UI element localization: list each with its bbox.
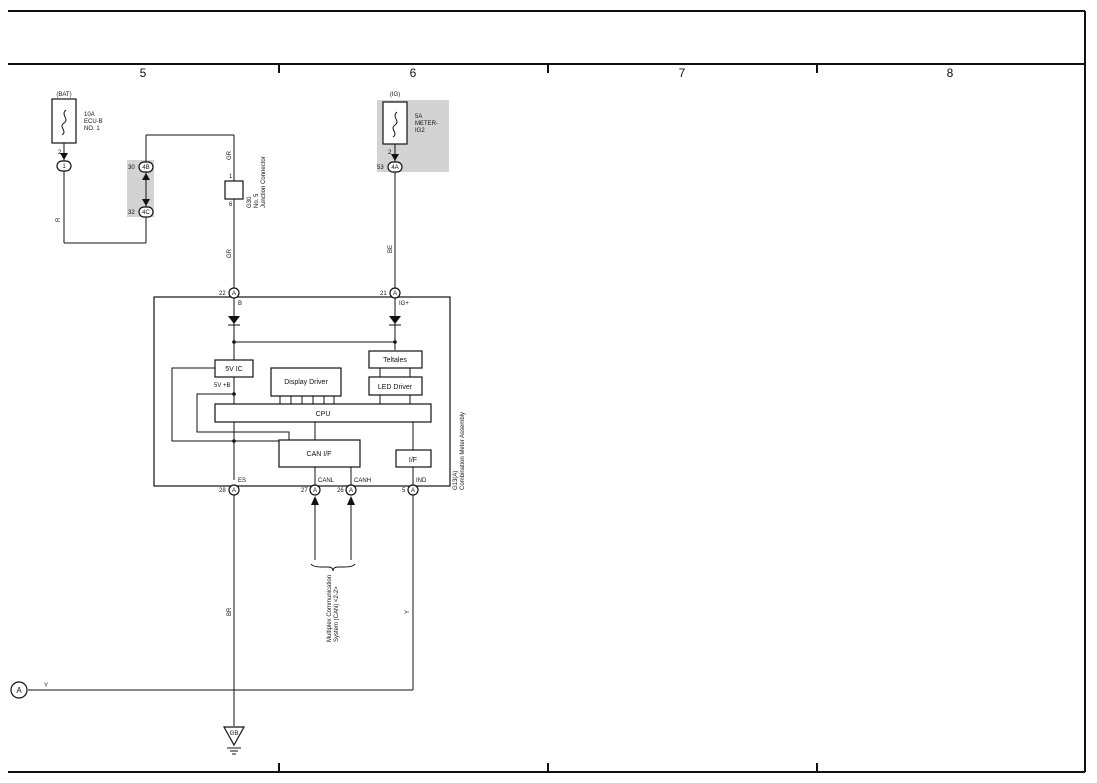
- meter-pin-num-21: 21: [380, 291, 387, 297]
- connector-g30: 1 6 G30 No. 5Junction Connector: [224, 156, 267, 208]
- block-led-driver: LED Driver: [378, 384, 413, 391]
- column-number-8: 8: [947, 66, 954, 80]
- meter-pin-name-canh: CANH: [354, 478, 371, 484]
- meter-pin-name-canl: CANL: [318, 478, 335, 484]
- meter-pin-letter-27: A: [313, 488, 317, 494]
- wire-r-color: R: [56, 217, 62, 222]
- fuse-meter-ig2-connector: 4A: [391, 165, 398, 171]
- connector-g30-pin-top: 1: [229, 174, 233, 180]
- meter-pin-name-ind: IND: [416, 478, 427, 484]
- can-bus-reference: Multiplex CommunicationSystem (CAN) <2-2…: [327, 575, 340, 642]
- block-can-if: CAN I/F: [307, 451, 332, 458]
- junction-conn-4b: 4B: [142, 165, 149, 171]
- meter-pin-letter-26: A: [349, 488, 353, 494]
- block-teltales: Teltales: [383, 357, 407, 364]
- meter-pin-num-26: 26: [337, 488, 344, 494]
- junction-conn-4c: 4C: [142, 210, 150, 216]
- page-frame: [8, 10, 1086, 773]
- fuse-ecu-b-source: (BAT): [56, 92, 71, 98]
- ground-gb: GB: [222, 726, 246, 755]
- fuse-ecu-b-connector: 1: [62, 164, 66, 170]
- block-display-driver: Display Driver: [284, 379, 328, 386]
- block-if: I/F: [409, 457, 417, 464]
- wire-y-color-horizontal: Y: [44, 683, 48, 689]
- meter-pin-letter-5: A: [411, 488, 415, 494]
- junction-pin-32: 32: [128, 210, 135, 216]
- meter-pin-name-b: B: [238, 301, 242, 307]
- offpage-connector-a: A: [10, 681, 28, 699]
- meter-pin-letter-28: A: [232, 488, 236, 494]
- meter-pin-name-ig: IG+: [399, 301, 409, 307]
- column-number-6: 6: [410, 66, 417, 80]
- can-bus-lines: [310, 496, 356, 572]
- block-5v-ic: 5V IC: [225, 366, 243, 373]
- wire-y-color: Y: [405, 610, 411, 614]
- meter-pin-num-5: 5: [402, 488, 406, 494]
- block-5v-ic-out: 5V +B: [214, 383, 231, 389]
- ground-gb-label: GB: [230, 731, 239, 737]
- combination-meter-assembly: G13(A)Combination Meter Assembly A 22 B …: [153, 287, 466, 496]
- fuse-meter-ig2-pin-num: 53: [377, 165, 384, 171]
- wire-br-color: BR: [227, 607, 233, 616]
- fuse-meter-ig2-source: (IG): [390, 92, 400, 98]
- connector-g30-name: No. 5Junction Connector: [254, 156, 267, 208]
- offpage-connector-a-label: A: [16, 686, 22, 695]
- meter-pin-num-27: 27: [301, 488, 308, 494]
- meter-pin-letter-21: A: [393, 291, 397, 297]
- combination-meter-label: G13(A)Combination Meter Assembly: [453, 412, 466, 490]
- wire-gr-color: GR: [227, 248, 233, 258]
- meter-pin-name-es: ES: [238, 478, 246, 484]
- junction-pin-30: 30: [128, 165, 135, 171]
- column-number-7: 7: [679, 66, 686, 80]
- connector-g30-code: G30: [247, 196, 253, 208]
- wire-gr-top-color: GR: [227, 150, 233, 160]
- fuse-meter-ig2-pin: 2: [388, 150, 392, 156]
- block-cpu: CPU: [316, 411, 331, 418]
- meter-pin-letter-22: A: [232, 291, 236, 297]
- wire-be-color: BE: [388, 245, 394, 253]
- connector-g30-pin-bottom: 6: [229, 202, 233, 208]
- column-number-5: 5: [140, 66, 147, 80]
- meter-pin-num-22: 22: [219, 291, 226, 297]
- meter-pin-num-28: 28: [219, 488, 226, 494]
